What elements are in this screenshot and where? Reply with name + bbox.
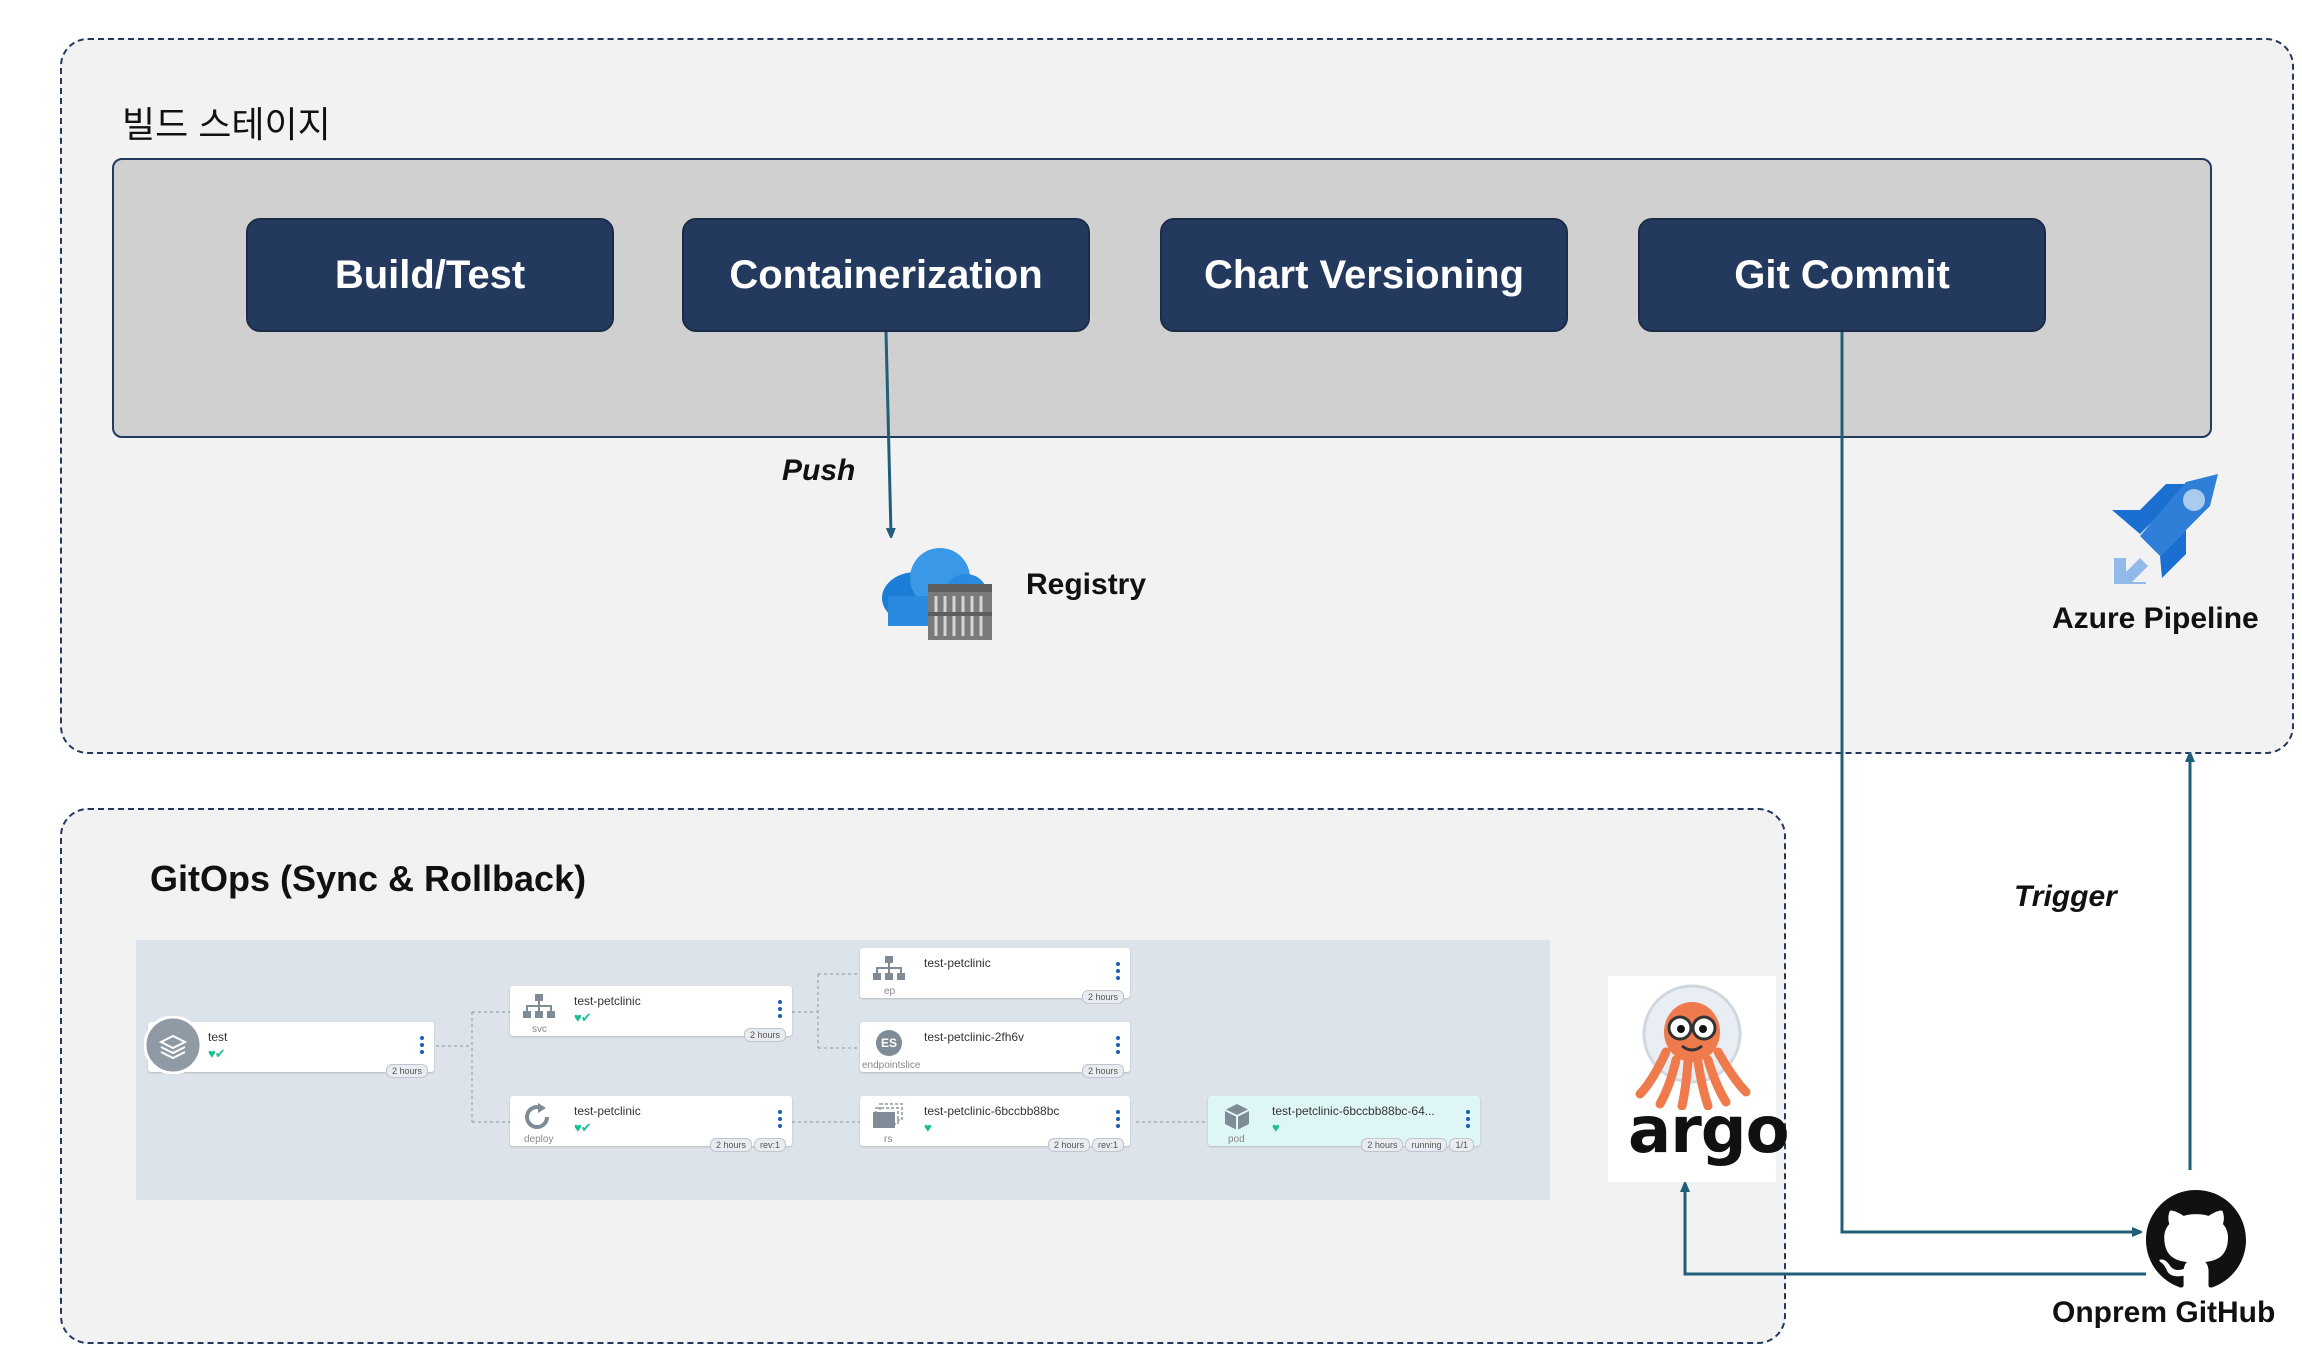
node-tag: 2 hours bbox=[1047, 1138, 1090, 1152]
node-tag: running bbox=[1405, 1138, 1448, 1152]
node-name: test-petclinic bbox=[924, 956, 991, 970]
push-arrow bbox=[884, 331, 891, 534]
tree-connectors bbox=[436, 973, 1208, 1123]
node-menu-icon[interactable] bbox=[1116, 1036, 1120, 1054]
node-menu-icon[interactable] bbox=[778, 1000, 782, 1018]
argo-octopus-icon bbox=[1635, 984, 1751, 1110]
app-stack-icon bbox=[144, 1016, 202, 1074]
trigger-label: Trigger bbox=[2014, 880, 2117, 913]
node-name: test-petclinic-2fh6v bbox=[924, 1030, 1025, 1044]
build-stage-title: 빌드 스테이지 bbox=[122, 104, 331, 145]
endpoint-icon bbox=[873, 956, 905, 980]
replicaset-icon bbox=[873, 1103, 903, 1128]
github-to-argo-arrow bbox=[1685, 1186, 2146, 1276]
deployment-icon bbox=[525, 1103, 550, 1130]
node-menu-icon[interactable] bbox=[1116, 962, 1120, 980]
argo-wordmark: argo bbox=[1628, 1094, 1790, 1168]
azure-pipelines-icon bbox=[2112, 474, 2218, 584]
node-app-test[interactable]: test ♥✔ 2 hours bbox=[144, 1016, 434, 1078]
node-menu-icon[interactable] bbox=[1116, 1110, 1120, 1128]
node-name: test-petclinic-6bccbb88bc bbox=[924, 1104, 1060, 1118]
node-name: test-petclinic bbox=[574, 994, 641, 1008]
gitops-title: GitOps (Sync & Rollback) bbox=[150, 858, 587, 899]
node-svc[interactable]: svc test-petclinic ♥✔ 2 hours bbox=[510, 986, 792, 1042]
service-icon bbox=[523, 994, 555, 1018]
health-icon: ♥ bbox=[1272, 1120, 1280, 1135]
node-tag: 1/1 bbox=[1449, 1138, 1474, 1152]
node-tag: rev:1 bbox=[1091, 1138, 1124, 1152]
node-menu-icon[interactable] bbox=[1466, 1110, 1470, 1128]
node-name: test-petclinic bbox=[574, 1104, 641, 1118]
node-pod[interactable]: pod test-petclinic-6bccbb88bc-64... ♥ 2 … bbox=[1208, 1096, 1480, 1152]
node-tag: 2 hours bbox=[385, 1064, 428, 1078]
node-tag: 2 hours bbox=[1081, 1064, 1124, 1078]
registry-label: Registry bbox=[1026, 568, 1147, 601]
node-tag: 2 hours bbox=[1081, 990, 1124, 1004]
github-icon bbox=[2146, 1190, 2246, 1288]
onprem-github-label: Onprem GitHub bbox=[2052, 1296, 2276, 1329]
node-kind: ep bbox=[884, 986, 896, 997]
node-tag: 2 hours bbox=[1361, 1138, 1404, 1152]
health-icon: ♥ bbox=[924, 1120, 932, 1135]
health-synced-icon: ♥✔ bbox=[574, 1120, 592, 1135]
step-chart-versioning[interactable]: Chart Versioning bbox=[1160, 218, 1568, 332]
step-git-commit[interactable]: Git Commit bbox=[1638, 218, 2046, 332]
node-menu-icon[interactable] bbox=[778, 1110, 782, 1128]
node-endpointslice[interactable]: ES endpointslice test-petclinic-2fh6v 2 … bbox=[860, 1022, 1130, 1078]
node-kind: pod bbox=[1228, 1134, 1245, 1145]
commit-to-github-arrow bbox=[1840, 332, 2138, 1232]
node-name: test-petclinic-6bccbb88bc-64... bbox=[1272, 1104, 1435, 1118]
node-name: test bbox=[208, 1030, 228, 1044]
node-kind: rs bbox=[884, 1134, 893, 1145]
argo-logo: argo bbox=[1608, 976, 1790, 1182]
health-synced-icon: ♥✔ bbox=[574, 1010, 592, 1025]
node-tag: 2 hours bbox=[709, 1138, 752, 1152]
health-synced-icon: ♥✔ bbox=[208, 1046, 226, 1061]
argocd-app-tree: test ♥✔ 2 hours svc test-petclinic ♥✔ 2 … bbox=[136, 940, 1550, 1200]
node-kind: deploy bbox=[524, 1134, 554, 1145]
step-build-test[interactable]: Build/Test bbox=[246, 218, 614, 332]
node-tag: 2 hours bbox=[743, 1028, 786, 1042]
node-kind: endpointslice bbox=[862, 1060, 921, 1071]
node-kind: svc bbox=[532, 1024, 547, 1035]
pod-cube-icon bbox=[1224, 1104, 1250, 1130]
azure-pipeline-label: Azure Pipeline bbox=[2052, 602, 2259, 635]
registry-cloud-icon bbox=[882, 548, 992, 640]
es-badge-icon: ES bbox=[876, 1030, 902, 1056]
node-tag: rev:1 bbox=[753, 1138, 786, 1152]
push-label: Push bbox=[782, 454, 856, 487]
node-ep[interactable]: ep test-petclinic 2 hours bbox=[860, 948, 1130, 1004]
node-menu-icon[interactable] bbox=[420, 1036, 424, 1054]
step-containerization[interactable]: Containerization bbox=[682, 218, 1090, 332]
